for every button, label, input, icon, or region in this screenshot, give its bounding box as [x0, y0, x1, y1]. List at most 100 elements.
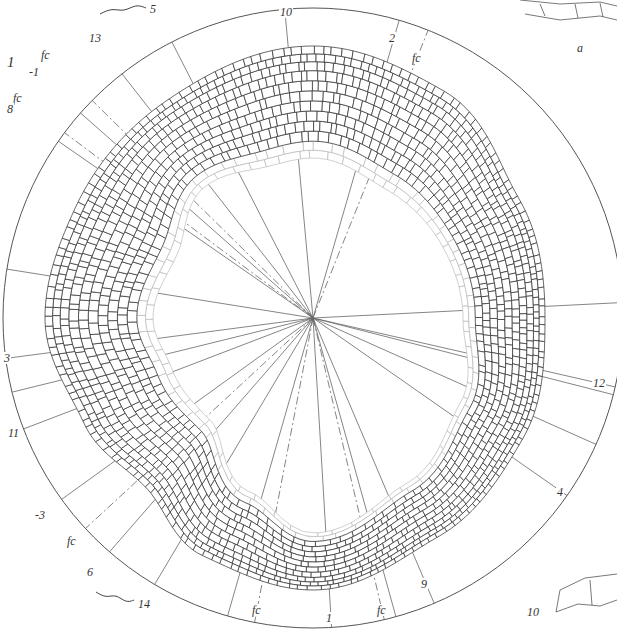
- cell: [297, 585, 307, 590]
- callout-number: -3: [34, 509, 46, 521]
- cell: [307, 54, 316, 62]
- cell: [311, 572, 321, 577]
- cell: [318, 71, 327, 82]
- cell: [48, 274, 58, 287]
- cell: [287, 112, 297, 124]
- cell: [306, 567, 318, 572]
- cell: [505, 344, 512, 358]
- callout-number: fc: [66, 535, 77, 547]
- cell: [526, 355, 533, 365]
- cell: [533, 340, 539, 348]
- cell: [535, 263, 542, 272]
- cell: [53, 307, 61, 315]
- cell: [51, 354, 63, 367]
- cell: [79, 310, 89, 320]
- cell: [272, 48, 284, 58]
- cell: [45, 307, 53, 316]
- cell: [537, 279, 544, 288]
- cell: [491, 335, 499, 344]
- callout-number: fc: [411, 52, 422, 64]
- cell: [435, 528, 447, 538]
- callout-number: 6: [86, 566, 94, 578]
- cell: [527, 314, 534, 324]
- radial-line: [313, 318, 615, 387]
- cell: [302, 131, 309, 142]
- cell: [301, 81, 312, 92]
- cell: [538, 287, 544, 299]
- cell: [145, 304, 154, 319]
- cell: [533, 297, 539, 305]
- radial-line: [313, 318, 396, 617]
- cell: [480, 288, 489, 297]
- cell: [79, 300, 90, 310]
- cell: [533, 355, 539, 364]
- radial-line: [313, 318, 596, 444]
- cell: [300, 91, 313, 102]
- cell: [539, 306, 545, 317]
- cell: [537, 366, 543, 376]
- cell: [511, 292, 519, 301]
- radial-line: [110, 318, 313, 552]
- cell: [47, 338, 57, 347]
- cell: [309, 150, 328, 159]
- cell: [512, 332, 519, 341]
- cell: [117, 308, 127, 315]
- cell: [462, 306, 468, 321]
- cell: [490, 328, 498, 336]
- cell-sketch: [575, 4, 578, 18]
- cell: [512, 340, 519, 350]
- callout-number: fc: [251, 604, 262, 616]
- cell: [303, 141, 313, 150]
- cell: [483, 335, 491, 346]
- cell: [320, 121, 332, 133]
- cell-sketch: [520, 0, 617, 6]
- cell: [505, 309, 513, 317]
- cell: [481, 296, 489, 304]
- cell: [520, 320, 527, 328]
- radial-line: [313, 318, 567, 496]
- radial-line: [313, 318, 613, 395]
- cell: [290, 54, 301, 63]
- cell: [331, 47, 342, 56]
- cell: [341, 49, 353, 59]
- callout-number: fc: [376, 604, 387, 616]
- cell: [303, 556, 316, 562]
- cell: [483, 320, 491, 327]
- outer-circle: [3, 8, 617, 628]
- callout-number: 5: [149, 3, 157, 15]
- cell-sketch: [590, 580, 592, 605]
- radial-line: [172, 42, 313, 318]
- cell: [533, 326, 539, 332]
- cell: [525, 282, 532, 292]
- cell: [60, 299, 69, 308]
- cell: [310, 582, 318, 586]
- cell: [297, 111, 307, 122]
- cell: [527, 324, 534, 331]
- cell: [539, 324, 545, 334]
- cell: [533, 331, 539, 341]
- cell: [377, 564, 385, 572]
- cell-sketch: [560, 574, 617, 590]
- cell: [51, 264, 61, 275]
- cell: [98, 325, 109, 333]
- cell: [69, 309, 79, 321]
- cell: [490, 308, 498, 318]
- cell: [60, 374, 73, 387]
- cell: [108, 312, 118, 321]
- cell: [527, 307, 534, 314]
- brace: [96, 592, 134, 601]
- cell: [482, 303, 490, 313]
- radial-line: [58, 141, 313, 318]
- callout-number: 10: [279, 6, 293, 18]
- cell: [519, 297, 527, 306]
- callout-number: -1: [28, 66, 40, 78]
- cell: [260, 575, 269, 583]
- cell: [463, 321, 469, 332]
- callout-number: 11: [7, 427, 20, 439]
- cell: [531, 243, 540, 257]
- cell: [512, 323, 519, 332]
- cell: [117, 315, 127, 325]
- cell: [238, 566, 248, 575]
- cell: [45, 326, 54, 339]
